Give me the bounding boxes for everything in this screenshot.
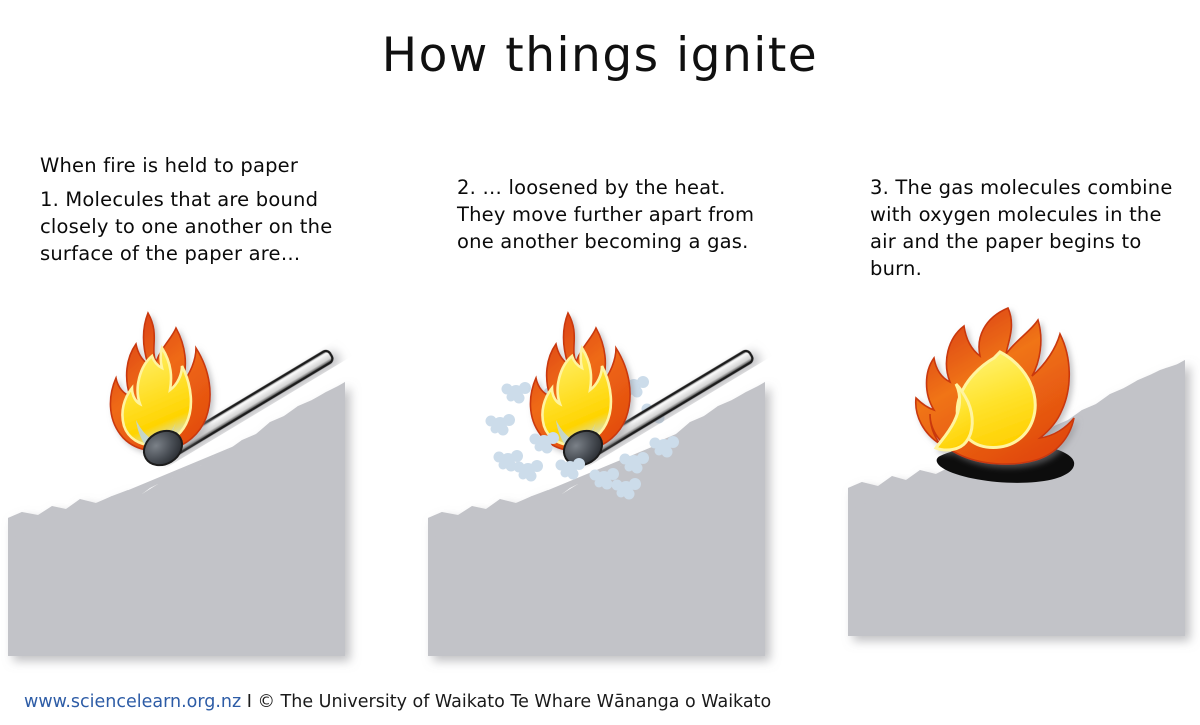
match-head xyxy=(142,429,184,467)
flame xyxy=(529,311,631,452)
panel-2-body-text: 2. … loosened by the heat. They move fur… xyxy=(457,176,755,253)
paper-sheet xyxy=(848,360,1185,636)
panel-1-caption: When fire is held to paper 1. Molecules … xyxy=(40,152,370,267)
panel-step-2: 2. … loosened by the heat. They move fur… xyxy=(420,0,840,725)
paper-torn-edge-detail xyxy=(8,382,345,540)
panel-step-3: 3. The gas molecules combine with oxygen… xyxy=(840,0,1200,725)
panel-3-illustration xyxy=(840,300,1200,680)
footer-separator: I xyxy=(241,692,258,712)
paper-torn-edge-detail xyxy=(428,382,765,540)
paper-torn-edge-detail xyxy=(848,360,1185,510)
footer-credit: www.sciencelearn.org.nz I © The Universi… xyxy=(24,691,771,713)
panel-2-illustration xyxy=(420,300,840,680)
panel-3-caption: 3. The gas molecules combine with oxygen… xyxy=(870,174,1190,282)
panel-3-body-text: 3. The gas molecules combine with oxygen… xyxy=(870,176,1173,280)
page-title: How things ignite xyxy=(381,28,819,83)
panel-1-lead-text: When fire is held to paper xyxy=(40,154,299,177)
flame-inner xyxy=(541,344,613,447)
flame xyxy=(109,311,211,452)
panel-1-illustration xyxy=(0,300,420,680)
flame-inner-small xyxy=(933,382,974,452)
panel-2-caption: 2. … loosened by the heat. They move fur… xyxy=(457,174,757,255)
paper-sheet xyxy=(8,382,345,656)
match-head xyxy=(562,429,604,467)
paper-sheet xyxy=(428,382,765,656)
panel-step-1: When fire is held to paper 1. Molecules … xyxy=(0,0,420,725)
panel-1-body-text: 1. Molecules that are bound closely to o… xyxy=(40,188,333,265)
footer-copyright-text: © The University of Waikato Te Whare Wān… xyxy=(257,692,772,712)
flame xyxy=(915,306,1075,465)
flame-inner xyxy=(121,344,193,447)
sciencelearn-url-link[interactable]: www.sciencelearn.org.nz xyxy=(24,692,242,712)
flame-inner-large xyxy=(955,350,1037,449)
